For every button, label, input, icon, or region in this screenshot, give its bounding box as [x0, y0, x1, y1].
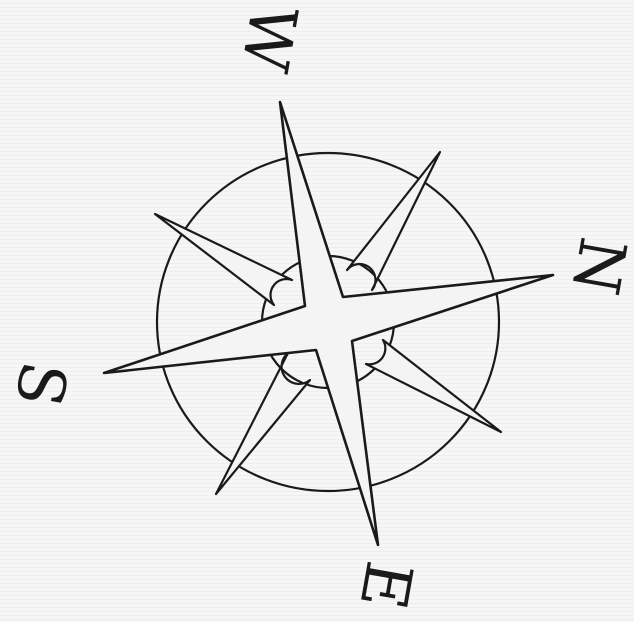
diagonal-point-upper-right — [347, 152, 440, 290]
diagonal-point-lower-right — [366, 340, 501, 432]
diagonal-point-upper-left — [155, 214, 292, 305]
main-star — [104, 102, 553, 545]
diagonal-point-lower-left — [216, 353, 310, 494]
east-label: E — [345, 556, 426, 615]
south-label: S — [0, 356, 80, 412]
west-label: W — [226, 0, 310, 77]
north-label: N — [557, 232, 634, 300]
